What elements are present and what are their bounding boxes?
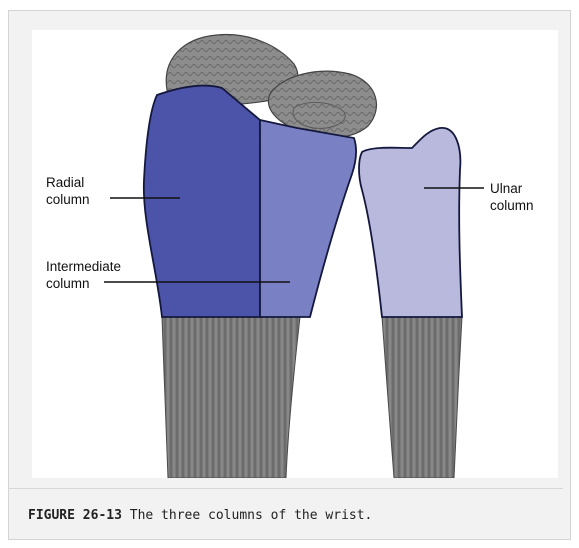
- radial-column-label: Radial column: [46, 174, 90, 208]
- wrist-diagram: [32, 30, 558, 478]
- figure-number: FIGURE 26-13: [28, 508, 122, 523]
- ulnar-column: [359, 128, 462, 317]
- intermediate-column: [260, 120, 356, 317]
- radius-shaft: [162, 317, 300, 478]
- figure-caption: FIGURE 26-13 The three columns of the wr…: [28, 508, 372, 523]
- figure-panel: Radial column Intermediate column Ulnar …: [32, 30, 558, 478]
- ulna-shaft: [382, 317, 462, 478]
- intermediate-column-label: Intermediate column: [46, 258, 121, 292]
- ulnar-column-label: Ulnar column: [490, 180, 534, 214]
- caption-divider: [8, 488, 563, 489]
- figure-caption-text: The three columns of the wrist.: [122, 508, 372, 523]
